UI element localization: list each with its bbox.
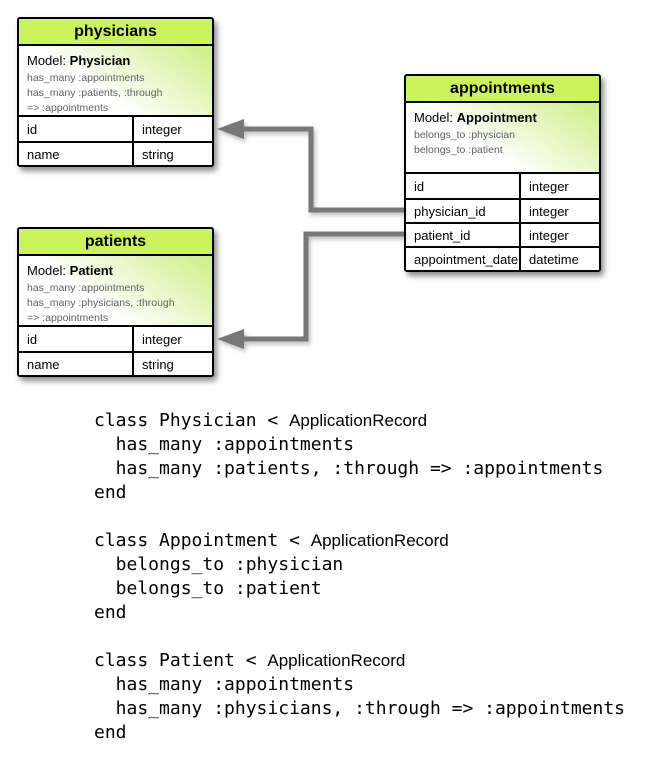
column-name-cell: name [27, 146, 60, 162]
code-sans-word: ApplicationRecord [289, 411, 428, 430]
code-block: class Physician < ApplicationRecord has_… [94, 409, 625, 505]
column-type-cell: string [132, 143, 212, 165]
association-line: has_many :appointments [27, 282, 145, 294]
column-name-cell: patient_id [414, 227, 471, 243]
code-line: end [94, 482, 127, 503]
column-row: id integer [19, 327, 212, 351]
code-line: end [94, 722, 127, 743]
association-line: has_many :physicians, :through [27, 297, 175, 309]
column-name-cell: id [414, 178, 425, 194]
table-patients: patients Model: Patient has_many :appoin… [17, 227, 214, 377]
code-line: has_many :patients, :through => :appoint… [94, 458, 604, 479]
model-label: Model: [27, 263, 67, 278]
code-line: has_many :appointments [94, 434, 355, 455]
model-section: Model: Appointment belongs_to :physician… [406, 103, 599, 174]
column-type-cell: integer [519, 174, 599, 198]
column-type-cell: string [132, 353, 212, 375]
column-rows: id integer name string [19, 327, 212, 375]
association-list: has_many :appointments has_many :physicia… [27, 281, 206, 325]
column-type-cell: integer [132, 117, 212, 141]
column-type-cell: integer [132, 327, 212, 351]
model-line: Model: Patient [27, 263, 206, 278]
code-line: belongs_to :patient [94, 578, 322, 599]
model-label: Model: [414, 110, 454, 125]
association-line: => :appointments [27, 102, 109, 114]
model-line: Model: Physician [27, 53, 206, 68]
code-block: class Appointment < ApplicationRecord be… [94, 529, 625, 625]
column-row: physician_id integer [406, 198, 599, 222]
association-line: belongs_to :physician [414, 129, 515, 141]
column-type-cell: integer [519, 224, 599, 246]
code-line: end [94, 602, 127, 623]
association-list: belongs_to :physician belongs_to :patient [414, 128, 593, 158]
code-line: class Physician < ApplicationRecord [94, 410, 428, 431]
code-line: has_many :appointments [94, 674, 355, 695]
model-label: Model: [27, 53, 67, 68]
association-line: has_many :appointments [27, 72, 145, 84]
column-rows: id integer name string [19, 117, 212, 165]
column-name-cell: physician_id [414, 203, 486, 219]
column-type-cell: datetime [519, 248, 599, 270]
column-row: patient_id integer [406, 222, 599, 246]
column-row: id integer [19, 117, 212, 141]
column-row: name string [19, 351, 212, 375]
table-title: physicians [19, 19, 212, 46]
column-name-cell: id [27, 331, 38, 347]
model-name: Patient [69, 263, 113, 278]
code-listing: class Physician < ApplicationRecord has_… [94, 409, 625, 769]
column-row: name string [19, 141, 212, 165]
column-row: id integer [406, 174, 599, 198]
code-line: class Patient < ApplicationRecord [94, 650, 406, 671]
association-line: => :appointments [27, 312, 109, 324]
code-sans-word: ApplicationRecord [267, 651, 406, 670]
arrow-appointments-to-physicians [217, 119, 404, 213]
code-line: class Appointment < ApplicationRecord [94, 530, 449, 551]
table-title: appointments [406, 76, 599, 103]
model-line: Model: Appointment [414, 110, 593, 125]
table-physicians: physicians Model: Physician has_many :ap… [17, 17, 214, 167]
association-list: has_many :appointments has_many :patients… [27, 71, 206, 115]
association-line: has_many :patients, :through [27, 87, 163, 99]
code-sans-word: ApplicationRecord [310, 531, 449, 550]
association-line: belongs_to :patient [414, 144, 503, 156]
code-line: belongs_to :physician [94, 554, 344, 575]
table-title: patients [19, 229, 212, 256]
column-name-cell: appointment_date [414, 251, 519, 267]
column-name-cell: name [27, 356, 60, 372]
code-block: class Patient < ApplicationRecord has_ma… [94, 649, 625, 745]
model-name: Appointment [456, 110, 537, 125]
column-type-cell: integer [519, 200, 599, 222]
code-line: has_many :physicians, :through => :appoi… [94, 698, 626, 719]
table-appointments: appointments Model: Appointment belongs_… [404, 74, 601, 272]
model-name: Physician [69, 53, 131, 68]
column-name-cell: id [27, 121, 38, 137]
arrow-appointments-to-patients [217, 231, 404, 349]
